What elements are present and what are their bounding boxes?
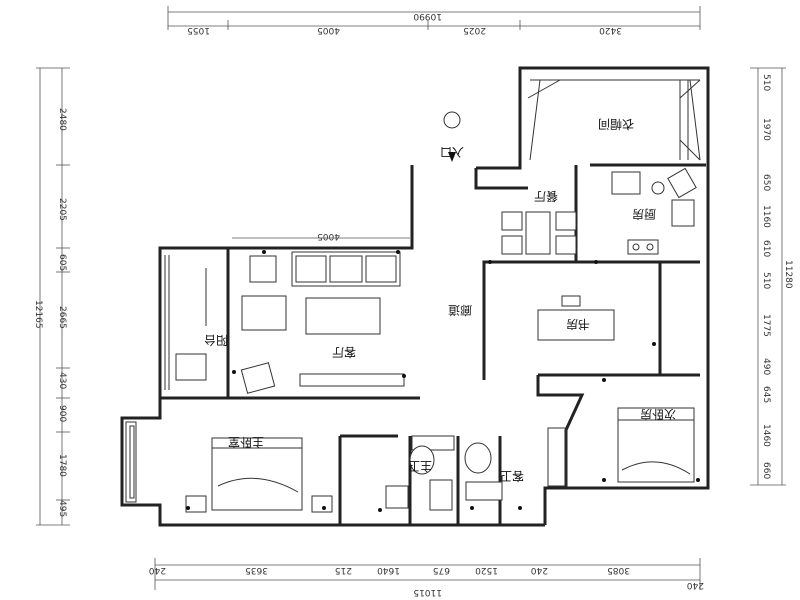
dim-left-7: 1780	[57, 454, 67, 477]
label-wardrobe: 衣帽间	[598, 117, 634, 132]
label-balcony: 阳台	[204, 333, 228, 348]
entrance-marker	[443, 111, 461, 162]
dim-left-3: 605	[57, 254, 67, 271]
guest-bath-fixtures	[409, 442, 503, 501]
dim-bottom-4: 1640	[377, 565, 400, 575]
dim-bottom-6: 1520	[475, 565, 498, 575]
dim-right-11: 660	[761, 462, 771, 479]
study-furniture	[537, 295, 615, 341]
right-dimensions: 11280 510 1970 650 1160 610 510 1775 490…	[750, 67, 793, 486]
master-bed	[185, 437, 333, 513]
second-bed	[547, 407, 695, 487]
socket-dots	[186, 250, 700, 512]
dim-top-1: 1055	[187, 25, 210, 35]
living-furniture	[240, 251, 405, 394]
dining-table	[501, 211, 577, 255]
dim-bottom-3: 215	[335, 565, 352, 575]
dim-right-total: 11280	[783, 260, 793, 289]
dim-left-8: 495	[57, 500, 67, 517]
dim-right-10: 1460	[761, 424, 771, 447]
label-master-bed: 主卧室	[228, 435, 264, 450]
dim-right-5: 610	[761, 240, 771, 257]
bottom-dimensions: 11015 240 3635 215 1640 675 1520 240 308…	[149, 558, 704, 597]
dim-inner-living: 4005	[317, 231, 340, 241]
dim-left-5: 430	[57, 372, 67, 389]
dim-bottom-7: 240	[531, 565, 548, 575]
dim-left-total: 12165	[33, 300, 43, 329]
dim-right-8: 490	[761, 358, 771, 375]
dim-right-6: 510	[761, 272, 771, 289]
dim-left-2: 2205	[57, 198, 67, 221]
label-master-bath: 主卫	[408, 459, 432, 473]
label-living: 客厅	[332, 345, 356, 360]
balcony-window	[125, 255, 170, 503]
dim-right-2: 1970	[761, 118, 771, 141]
dim-top-total: 10990	[413, 11, 442, 21]
dim-left-4: 2665	[57, 306, 67, 329]
wardrobe-room	[527, 79, 701, 161]
dim-bottom-2: 3635	[245, 565, 268, 575]
label-entrance: 入口	[440, 145, 464, 159]
dim-right-4: 1160	[761, 205, 771, 228]
kitchen-fixtures	[611, 167, 697, 255]
dim-right-1: 510	[761, 74, 771, 91]
dim-left-6: 900	[57, 405, 67, 422]
dim-bottom-9: 240	[687, 580, 704, 590]
label-kitchen: 厨房	[632, 207, 656, 222]
dim-bottom-5: 675	[433, 565, 450, 575]
label-guest-bath: 客卫	[500, 469, 524, 484]
label-study: 书房	[566, 317, 590, 332]
top-dimensions: 10990 1055 4005 2025 3420	[167, 6, 701, 35]
dim-top-2: 4005	[317, 25, 340, 35]
dim-bottom-1: 240	[149, 565, 166, 575]
dim-top-3: 2025	[463, 25, 486, 35]
label-dining: 餐厅	[534, 189, 558, 204]
dim-bottom-8: 3085	[607, 565, 630, 575]
label-corridor: 廊道	[448, 303, 472, 318]
label-second-bed: 次卧房	[640, 407, 676, 422]
dim-right-9: 645	[761, 386, 771, 403]
dim-top-4: 3420	[599, 25, 622, 35]
balcony-furniture	[175, 268, 207, 381]
dim-right-7: 1775	[761, 314, 771, 337]
left-dimensions: 12165 2480 2205 605 2665 430 900 1780 49…	[33, 67, 70, 526]
dim-right-3: 650	[761, 174, 771, 191]
dim-bottom-total: 11015	[413, 587, 442, 597]
dim-left-1: 2480	[57, 108, 67, 131]
